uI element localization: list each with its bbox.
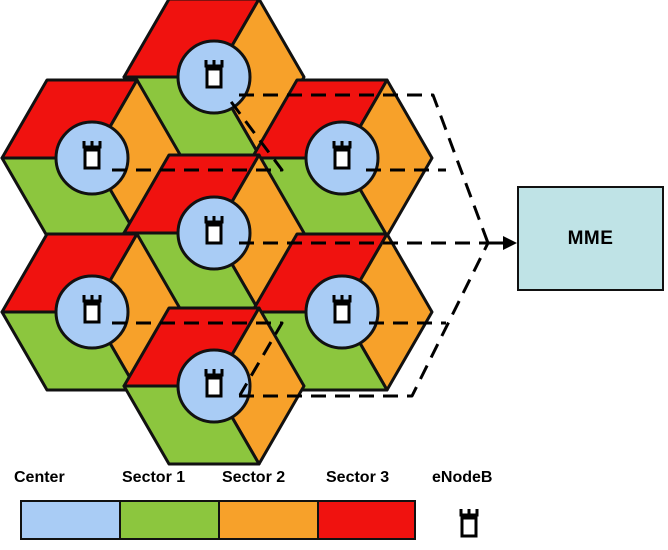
legend-label-sector-2: Sector 2 (222, 469, 286, 486)
legend-swatch-sector-1 (119, 500, 220, 540)
legend-enodeb-icon (459, 509, 479, 538)
legend-label-enodeb: eNodeB (432, 469, 493, 486)
mme-label: MME (567, 227, 614, 249)
cell-lower-right (250, 232, 434, 392)
legend-swatch-sector-2 (218, 500, 319, 540)
legend-label-sector-1: Sector 1 (122, 469, 186, 486)
enodeb-tower-icon (204, 216, 224, 245)
hexagonal-cell-grid (0, 0, 434, 466)
cell-top (122, 0, 306, 157)
cell-bottom (122, 306, 306, 466)
legend-enodeb-icon-group (459, 509, 479, 538)
cell-upper-left (0, 78, 184, 238)
enodeb-tower-icon (332, 295, 352, 324)
connection-line (239, 93, 490, 244)
cell-center (122, 153, 306, 313)
enodeb-mme-connections (112, 93, 517, 398)
mme-arrowhead (503, 236, 517, 250)
enodeb-tower-icon (204, 369, 224, 398)
cell-upper-right (250, 78, 434, 238)
legend-label-sector-3: Sector 3 (326, 469, 390, 486)
enodeb-tower-icon (204, 60, 224, 89)
connection-line (112, 94, 284, 172)
enodeb-tower-icon (82, 295, 102, 324)
legend-label-center: Center (14, 469, 65, 486)
enodeb-tower-icon (82, 141, 102, 170)
legend-swatch-center (20, 500, 121, 540)
enodeb-tower-icon (332, 141, 352, 170)
mme-box: MME (517, 186, 664, 291)
connection-line (112, 321, 284, 396)
legend-swatch-sector-3 (317, 500, 416, 540)
connection-line (239, 242, 490, 398)
